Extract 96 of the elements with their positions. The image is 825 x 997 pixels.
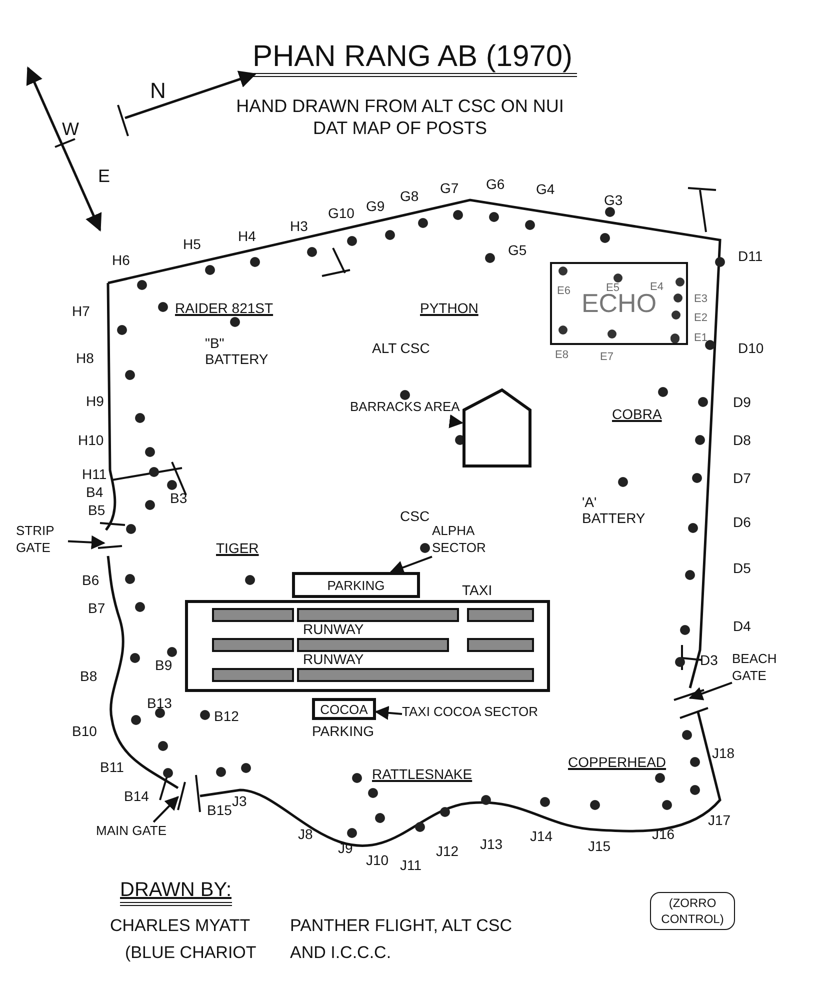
callout-text: BEACH GATE bbox=[732, 650, 778, 684]
post-label: B4 bbox=[86, 484, 104, 500]
post-label: B11 bbox=[100, 759, 124, 775]
post-label: G6 bbox=[486, 176, 505, 192]
post-label: H11 bbox=[82, 466, 107, 482]
area-name: COPPERHEAD bbox=[568, 754, 666, 770]
post-label: H9 bbox=[86, 393, 104, 409]
post-label: B15 bbox=[207, 802, 232, 818]
post-label: E7 bbox=[600, 350, 614, 365]
parking-box: PARKING bbox=[292, 572, 420, 598]
area-name: RATTLESNAKE bbox=[372, 766, 472, 782]
post-label: E5 bbox=[606, 281, 620, 294]
post-label: H5 bbox=[183, 236, 201, 252]
post-label: D5 bbox=[733, 560, 751, 576]
post-label: G3 bbox=[604, 192, 623, 208]
arrow bbox=[374, 706, 402, 720]
post-label: H3 bbox=[290, 218, 308, 234]
credit-text: DRAWN BY: bbox=[120, 878, 232, 906]
post-label: D6 bbox=[733, 514, 751, 530]
post-label: J10 bbox=[366, 852, 389, 868]
area-name: PYTHON bbox=[420, 300, 478, 316]
post-label: D3 bbox=[700, 652, 718, 668]
arrow bbox=[688, 682, 732, 700]
post-label: H4 bbox=[238, 228, 256, 244]
post-label: J13 bbox=[480, 836, 503, 852]
post-label: B3 bbox=[170, 490, 188, 506]
post-label: B5 bbox=[88, 502, 106, 518]
compass-letter: W bbox=[62, 118, 79, 140]
post-label: B14 bbox=[124, 788, 149, 804]
post-label: B8 bbox=[80, 668, 98, 684]
runway-label: RUNWAY bbox=[303, 651, 364, 667]
area-name: ALT CSC bbox=[372, 340, 430, 356]
post-label: B7 bbox=[88, 600, 106, 616]
area-name: TIGER bbox=[216, 540, 259, 556]
post-label: G4 bbox=[536, 181, 555, 197]
subtitle: HAND DRAWN FROM ALT CSC ON NUI DAT MAP OF POSTS bbox=[235, 95, 565, 139]
post-label: E2 bbox=[694, 311, 708, 326]
taxiway-label: TAXI bbox=[462, 582, 492, 598]
post-label: B12 bbox=[214, 708, 239, 724]
parking-caption: PARKING bbox=[312, 723, 374, 739]
post-label: D8 bbox=[733, 432, 751, 448]
post-label: J17 bbox=[708, 812, 731, 828]
post-label: D7 bbox=[733, 470, 751, 486]
post-label: B13 bbox=[147, 695, 172, 711]
arrow bbox=[152, 796, 179, 823]
post-label: E3 bbox=[694, 292, 708, 307]
map-title: PHAN RANG AB (1970) bbox=[0, 40, 825, 74]
compass-letter: N bbox=[150, 78, 166, 104]
arrow bbox=[448, 414, 464, 428]
parking-box: COCOA bbox=[312, 698, 376, 720]
post-label: H7 bbox=[72, 303, 90, 319]
area-name: "B" BATTERY bbox=[205, 335, 270, 367]
area-name: RAIDER 821ST bbox=[175, 300, 274, 316]
post-label: B6 bbox=[82, 572, 100, 588]
post-label: E6 bbox=[557, 284, 570, 299]
post-label: G10 bbox=[328, 205, 354, 221]
credit-text: PANTHER FLIGHT, ALT CSC bbox=[290, 915, 512, 936]
compass-letter: E bbox=[98, 165, 110, 187]
credit-text: (ZORRO CONTROL) bbox=[650, 892, 735, 930]
post-label: G7 bbox=[440, 180, 459, 196]
post-label: D11 bbox=[738, 248, 763, 264]
area-name: COBRA bbox=[612, 406, 662, 422]
area-name: CSC bbox=[400, 508, 430, 524]
post-label: B9 bbox=[155, 657, 172, 673]
post-label: J12 bbox=[436, 843, 459, 859]
post-label: D4 bbox=[733, 618, 751, 634]
area-name: 'A' BATTERY bbox=[582, 494, 646, 526]
post-label: H10 bbox=[78, 432, 104, 448]
post-label: B10 bbox=[72, 723, 97, 739]
post-label: H6 bbox=[112, 252, 130, 268]
post-label: J15 bbox=[588, 838, 611, 854]
callout-text: MAIN GATE bbox=[96, 822, 168, 839]
arrow bbox=[68, 535, 106, 550]
post-label: J11 bbox=[400, 857, 422, 873]
post-label: E4 bbox=[650, 280, 664, 294]
post-label: E8 bbox=[555, 348, 568, 363]
post-label: J14 bbox=[530, 828, 553, 844]
post-label: J8 bbox=[298, 826, 313, 842]
arrow bbox=[390, 556, 432, 574]
post-label: H8 bbox=[76, 350, 94, 366]
credit-text: AND I.C.C.C. bbox=[290, 942, 392, 963]
callout-text: ALPHA SECTOR bbox=[432, 522, 487, 556]
callout-text: STRIP GATE bbox=[16, 522, 56, 556]
post-label: G9 bbox=[366, 198, 385, 214]
post-label: D9 bbox=[733, 394, 751, 410]
callout-text: BARRACKS AREA bbox=[350, 398, 460, 415]
credit-text: CHARLES MYATT bbox=[110, 915, 250, 936]
post-label: G5 bbox=[508, 242, 527, 258]
post-label: J3 bbox=[232, 793, 247, 809]
post-label: G8 bbox=[400, 188, 419, 204]
post-label: D10 bbox=[738, 340, 764, 356]
runway-label: RUNWAY bbox=[303, 621, 364, 637]
credit-text: (BLUE CHARIOT bbox=[125, 942, 256, 963]
post-label: J18 bbox=[712, 745, 735, 761]
callout-text: TAXI COCOA SECTOR bbox=[402, 703, 540, 720]
post-label: E1 bbox=[694, 331, 708, 346]
